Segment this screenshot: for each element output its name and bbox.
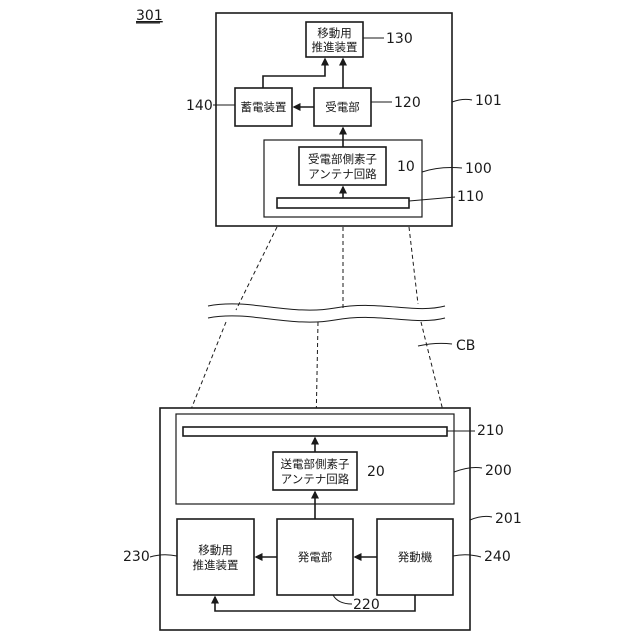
ref-20: 20: [367, 464, 385, 480]
ref-230: 230: [123, 549, 150, 565]
break-line-bottom: [208, 316, 445, 322]
ref-120: 120: [394, 95, 421, 111]
lower-element-circuit-label-2: アンテナ回路: [281, 472, 350, 486]
upper-antenna-bar: [277, 198, 409, 208]
figure-label: 301: [136, 8, 163, 24]
storage-label: 蓄電装置: [241, 100, 287, 114]
engine-label: 発動機: [398, 550, 433, 564]
leader-201: [470, 516, 492, 520]
ref-100: 100: [465, 161, 492, 177]
ref-10: 10: [397, 159, 415, 175]
lower-propulsion-label-1: 移動用: [198, 543, 233, 557]
beam-right-upper: [409, 227, 418, 304]
lower-propulsion-label-2: 推進装置: [193, 558, 239, 572]
receiver-label: 受電部: [325, 100, 360, 114]
upper-element-circuit-label-2: アンテナ回路: [308, 167, 377, 181]
ref-cb: CB: [456, 338, 475, 354]
upper-propulsion-label-1: 移動用: [317, 26, 352, 40]
ref-220: 220: [353, 597, 380, 613]
upper-propulsion-label-2: 推進装置: [312, 40, 358, 54]
ref-101: 101: [475, 93, 502, 109]
ref-201: 201: [495, 511, 522, 527]
ref-240: 240: [484, 549, 511, 565]
lower-propulsion-box: [177, 519, 254, 595]
ref-200: 200: [485, 463, 512, 479]
leader-cb: [418, 343, 452, 346]
ref-140: 140: [186, 98, 213, 114]
beam-left-upper: [236, 227, 277, 310]
break-line-top: [208, 304, 445, 310]
lower-antenna-bar: [183, 427, 447, 436]
ref-110: 110: [457, 189, 484, 205]
upper-element-circuit-label-1: 受電部側素子: [308, 152, 377, 166]
generator-label: 発電部: [298, 550, 333, 564]
ref-210: 210: [477, 423, 504, 439]
ref-130: 130: [386, 31, 413, 47]
lower-element-circuit-label-1: 送電部側素子: [281, 457, 350, 471]
leader-101: [452, 99, 472, 102]
